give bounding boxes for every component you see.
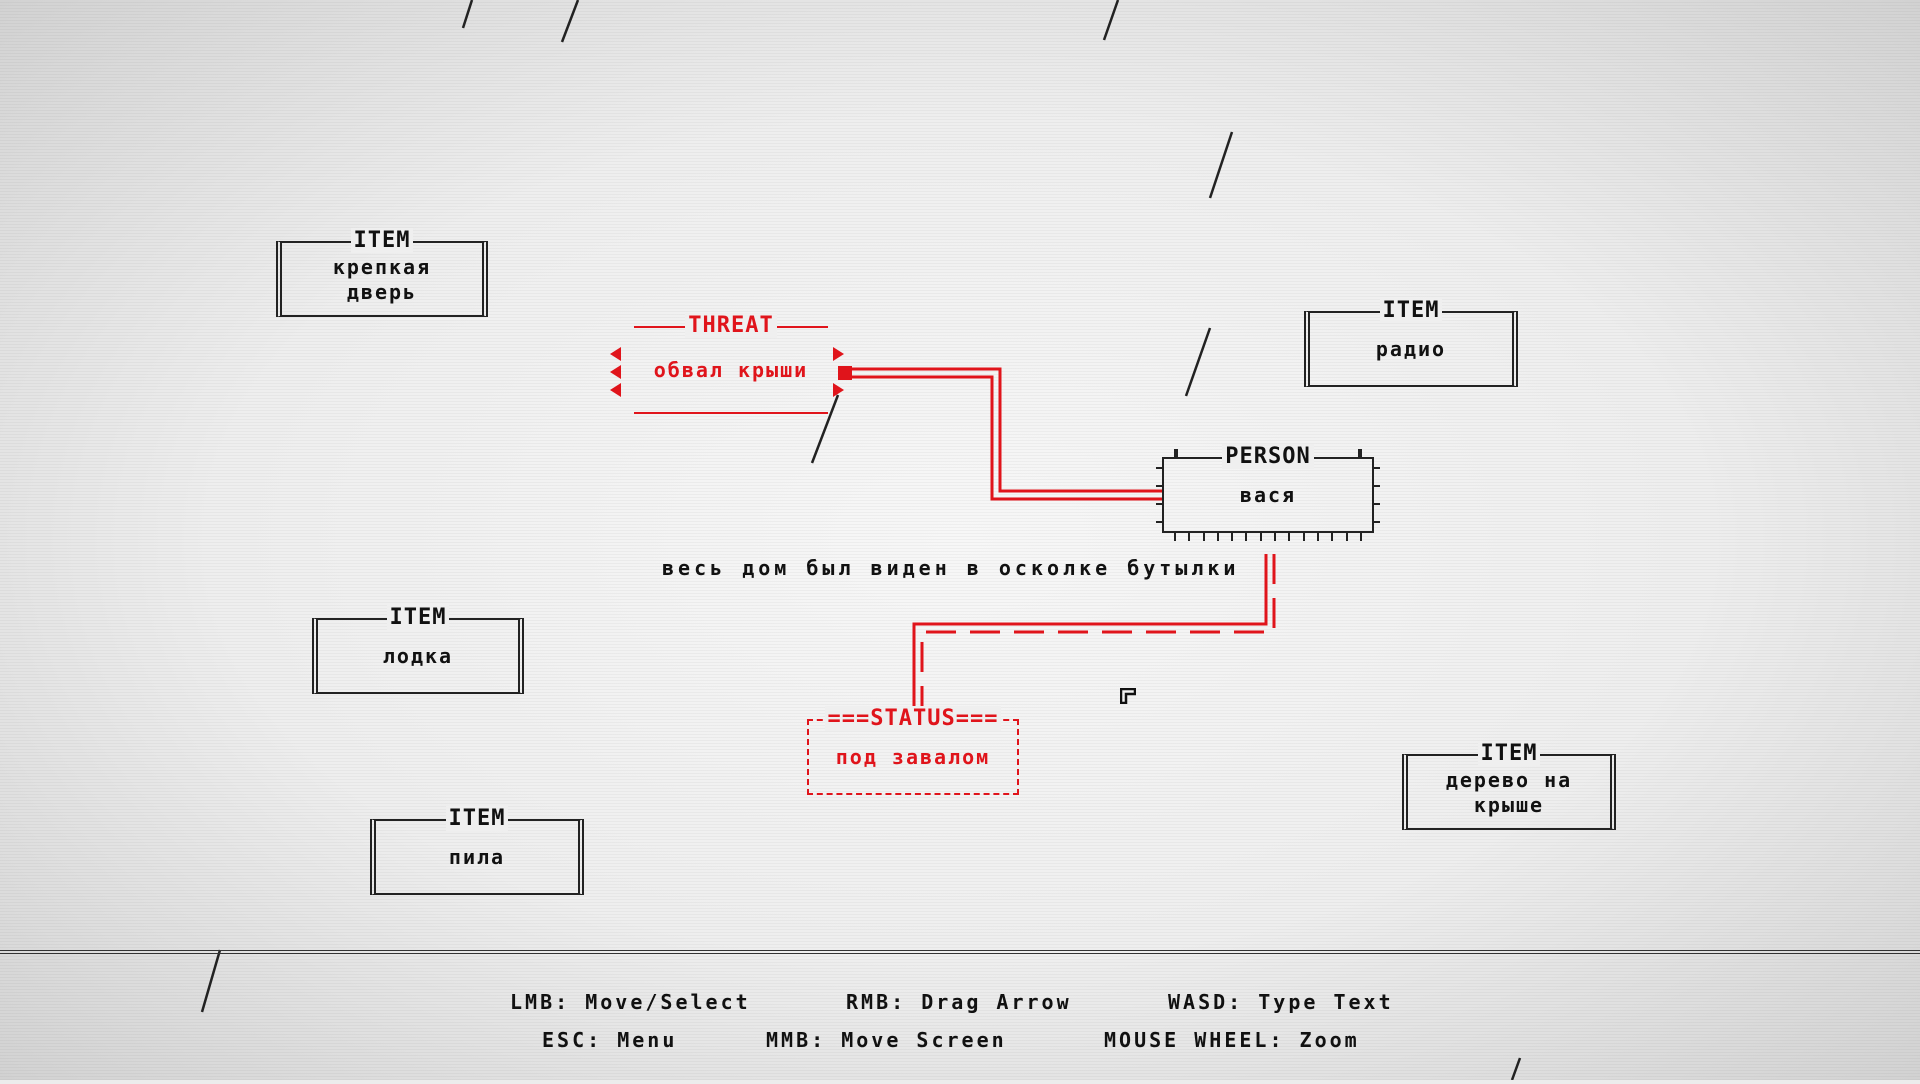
person-port-row: [1174, 449, 1362, 457]
status-node[interactable]: ===STATUS=== под завалом: [807, 706, 1019, 795]
item-node-radio[interactable]: ITEM радио: [1304, 298, 1518, 387]
person-port-row: [1174, 533, 1362, 541]
help-mmb: MMB: Move Screen: [766, 1028, 1007, 1052]
node-label: вася: [1239, 483, 1297, 507]
person-node[interactable]: PERSON вася: [1156, 444, 1380, 541]
help-rmb: RMB: Drag Arrow: [846, 990, 1072, 1014]
threat-input-arrow: [610, 365, 621, 379]
person-to-status-arrow[interactable]: [912, 554, 1276, 712]
rain-streak: [1184, 327, 1212, 397]
rain-streaks: [200, 0, 1522, 1080]
threat-output-arrow: [833, 347, 844, 361]
threat-output-arrow: [833, 383, 844, 397]
rain-streak: [200, 949, 222, 1013]
help-esc: ESC: Menu: [542, 1028, 678, 1052]
node-label: дерево на крыше: [1445, 768, 1573, 817]
item-node-saw[interactable]: ITEM пила: [370, 806, 584, 895]
rain-streak: [461, 0, 474, 29]
rain-streak: [810, 394, 840, 464]
node-type-label: ITEM: [282, 228, 482, 253]
help-wheel: MOUSE WHEEL: Zoom: [1104, 1028, 1360, 1052]
node-type-label: ITEM: [376, 806, 578, 831]
person-port-column: [1374, 467, 1380, 523]
threat-to-person-arrow[interactable]: [838, 366, 1162, 501]
node-label: радио: [1375, 337, 1447, 361]
rain-streak: [1208, 131, 1234, 199]
node-type-label: ITEM: [318, 605, 518, 630]
item-node-tree[interactable]: ITEM дерево на крыше: [1402, 741, 1616, 830]
threat-input-arrow: [610, 383, 621, 397]
controls-help-bar: LMB: Move/Select RMB: Drag Arrow WASD: T…: [0, 950, 1920, 1084]
node-type-label: PERSON: [1164, 444, 1372, 469]
node-type-label: ITEM: [1310, 298, 1512, 323]
item-node-door[interactable]: ITEM крепкая дверь: [276, 228, 488, 317]
help-wasd: WASD: Type Text: [1168, 990, 1394, 1014]
node-type-label: THREAT: [634, 313, 828, 338]
mouse-cursor-icon: [1120, 688, 1136, 704]
help-lmb: LMB: Move/Select: [510, 990, 751, 1014]
node-type-label: ITEM: [1408, 741, 1610, 766]
item-node-boat[interactable]: ITEM лодка: [312, 605, 524, 694]
node-label: под завалом: [835, 745, 991, 769]
person-port-column: [1156, 467, 1162, 523]
node-label: крепкая дверь: [332, 255, 432, 304]
node-label: обвал крыши: [653, 358, 809, 382]
node-label: пила: [448, 845, 506, 869]
rain-streak: [1510, 1057, 1522, 1080]
threat-input-arrow: [610, 347, 621, 361]
free-text-note[interactable]: весь дом был виден в осколке бутылки: [662, 556, 1240, 580]
node-label: лодка: [382, 644, 454, 668]
node-type-label: ===STATUS===: [809, 706, 1017, 731]
rain-streak: [560, 0, 580, 43]
rain-streak: [1102, 0, 1120, 41]
threat-node[interactable]: THREAT обвал крыши: [610, 313, 844, 414]
